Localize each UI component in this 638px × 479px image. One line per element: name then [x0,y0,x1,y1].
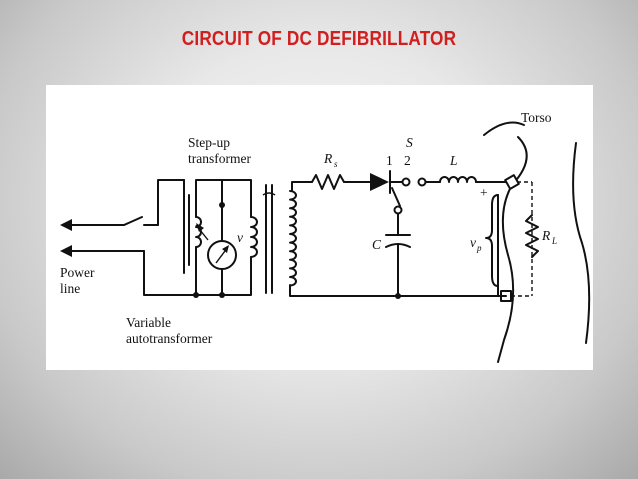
power-line-label-line1: Power [60,265,95,280]
resistor-subscript: s [334,159,338,169]
resistor-label: R [323,151,333,166]
power-line-label-line2: line [60,281,80,296]
load-subscript: L [551,236,557,246]
voltmeter: v [207,204,243,298]
torso-label: Torso [521,110,552,125]
variable-label-line1: Variable [126,315,171,330]
plus-sign: + [480,185,488,200]
slide-title: CIRCUIT OF DC DEFIBRILLATOR [181,28,457,50]
step-up-label-line2: transformer [188,151,251,166]
vp-label: v [470,235,476,250]
switch-position-2: 2 [404,153,411,168]
capacitor-label: C [372,237,382,252]
step-up-secondary [289,181,507,297]
vp-subscript: p [476,243,482,253]
step-up-label-line1: Step-up [188,135,230,150]
diode [370,170,404,194]
circuit-diagram: v R s [46,85,593,370]
capacitor: C [372,213,411,299]
output-voltage: + v p [470,185,499,297]
step-up-primary [221,179,276,296]
load-label: R [541,228,551,243]
power-line-arrows [60,216,159,257]
inductor: L [439,153,509,183]
switch-label: S [406,135,413,150]
series-resistor: R s [311,151,371,190]
variable-autotransformer [143,179,225,298]
switch-position-1: 1 [386,153,393,168]
inductor-label: L [449,153,458,168]
variable-label-line2: autotransformer [126,331,213,346]
circuit-schematic: v R s [60,110,591,363]
meter-label: v [237,230,243,245]
switch-s: S 1 2 [386,135,441,215]
torso: Torso R L [483,110,591,363]
